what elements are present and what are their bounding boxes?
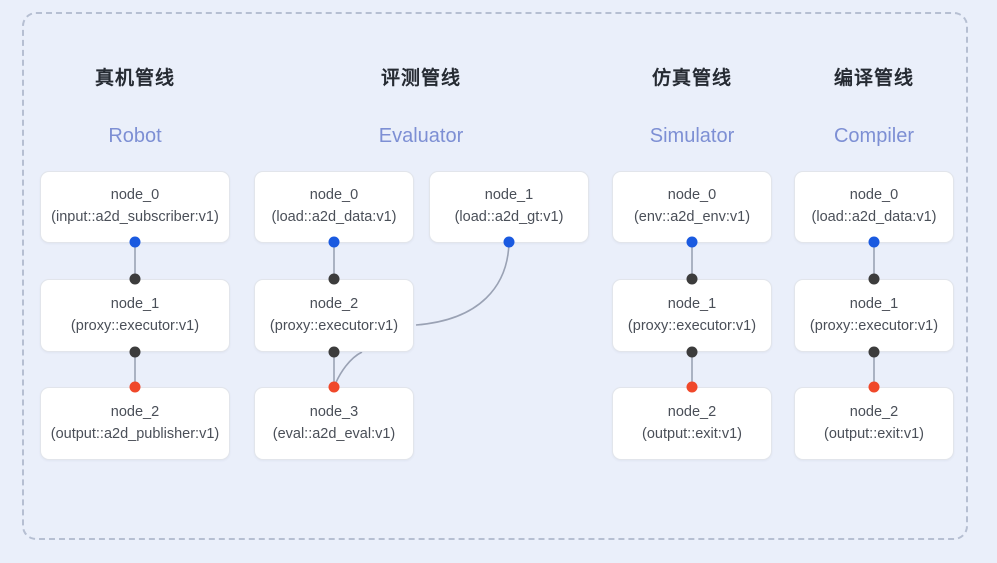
- node-robot-1[interactable]: node_1 (proxy::executor:v1): [40, 279, 230, 352]
- port-input-compiler-1[interactable]: [868, 273, 880, 285]
- port-output-simulator-0[interactable]: [686, 236, 698, 248]
- port-output-robot-1[interactable]: [129, 346, 141, 358]
- port-input-simulator-1[interactable]: [686, 273, 698, 285]
- node-type: (proxy::executor:v1): [70, 317, 200, 334]
- node-compiler-2[interactable]: node_2 (output::exit:v1): [794, 387, 954, 460]
- diagram-dashed-frame: [22, 12, 968, 540]
- column-title-en-compiler: Compiler: [833, 125, 915, 147]
- port-output-robot-0[interactable]: [129, 236, 141, 248]
- node-simulator-2[interactable]: node_2 (output::exit:v1): [612, 387, 772, 460]
- node-type: (load::a2d_gt:v1): [454, 209, 564, 225]
- node-type: (eval::a2d_eval:v1): [272, 425, 396, 442]
- node-type: (proxy::executor:v1): [809, 317, 939, 334]
- port-output-compiler-1[interactable]: [868, 346, 880, 358]
- column-title-en-simulator: Simulator: [649, 125, 735, 147]
- port-output-evaluator-2[interactable]: [328, 346, 340, 358]
- node-evaluator-3[interactable]: node_3 (eval::a2d_eval:v1): [254, 387, 414, 460]
- node-id: node_1: [484, 187, 534, 204]
- port-input-compiler-2[interactable]: [868, 381, 880, 393]
- node-id: node_3: [309, 403, 359, 420]
- node-id: node_2: [309, 295, 359, 312]
- node-type: (output::exit:v1): [824, 425, 924, 442]
- node-evaluator-2[interactable]: node_2 (proxy::executor:v1): [254, 279, 414, 352]
- column-title-en-evaluator: Evaluator: [378, 125, 464, 147]
- node-type: (env::a2d_env:v1): [633, 209, 751, 225]
- column-title-cn-robot: 真机管线: [94, 68, 175, 89]
- port-input-robot-1[interactable]: [129, 273, 141, 285]
- node-id: node_0: [667, 187, 717, 204]
- node-evaluator-1[interactable]: node_1 (load::a2d_gt:v1): [429, 171, 589, 243]
- column-title-cn-evaluator: 评测管线: [380, 68, 461, 89]
- node-type: (output::exit:v1): [642, 425, 742, 442]
- node-type: (proxy::executor:v1): [627, 317, 757, 334]
- port-output-evaluator-0[interactable]: [328, 236, 340, 248]
- port-input-robot-2[interactable]: [129, 381, 141, 393]
- node-type: (output::a2d_publisher:v1): [50, 425, 220, 442]
- node-id: node_2: [667, 403, 717, 420]
- node-id: node_0: [110, 187, 160, 204]
- column-title-cn-compiler: 编译管线: [833, 68, 914, 89]
- port-output-evaluator-1[interactable]: [503, 236, 515, 248]
- node-simulator-0[interactable]: node_0 (env::a2d_env:v1): [612, 171, 772, 243]
- node-compiler-1[interactable]: node_1 (proxy::executor:v1): [794, 279, 954, 352]
- port-output-compiler-0[interactable]: [868, 236, 880, 248]
- port-input-evaluator-2[interactable]: [328, 273, 340, 285]
- node-compiler-0[interactable]: node_0 (load::a2d_data:v1): [794, 171, 954, 243]
- node-id: node_0: [849, 187, 899, 204]
- node-evaluator-0[interactable]: node_0 (load::a2d_data:v1): [254, 171, 414, 243]
- node-type: (proxy::executor:v1): [269, 317, 399, 334]
- column-title-en-robot: Robot: [108, 125, 162, 147]
- column-title-cn-simulator: 仿真管线: [651, 68, 732, 89]
- node-id: node_0: [309, 187, 359, 204]
- node-type: (load::a2d_data:v1): [811, 209, 937, 225]
- node-id: node_1: [849, 295, 899, 312]
- port-input-simulator-2[interactable]: [686, 381, 698, 393]
- node-robot-0[interactable]: node_0 (input::a2d_subscriber:v1): [40, 171, 230, 243]
- port-output-simulator-1[interactable]: [686, 346, 698, 358]
- node-robot-2[interactable]: node_2 (output::a2d_publisher:v1): [40, 387, 230, 460]
- port-input-evaluator-3[interactable]: [328, 381, 340, 393]
- node-type: (input::a2d_subscriber:v1): [51, 209, 219, 225]
- node-simulator-1[interactable]: node_1 (proxy::executor:v1): [612, 279, 772, 352]
- node-id: node_2: [849, 403, 899, 420]
- node-type: (load::a2d_data:v1): [271, 209, 397, 225]
- node-id: node_1: [667, 295, 717, 312]
- node-id: node_2: [110, 403, 160, 420]
- node-id: node_1: [110, 295, 160, 312]
